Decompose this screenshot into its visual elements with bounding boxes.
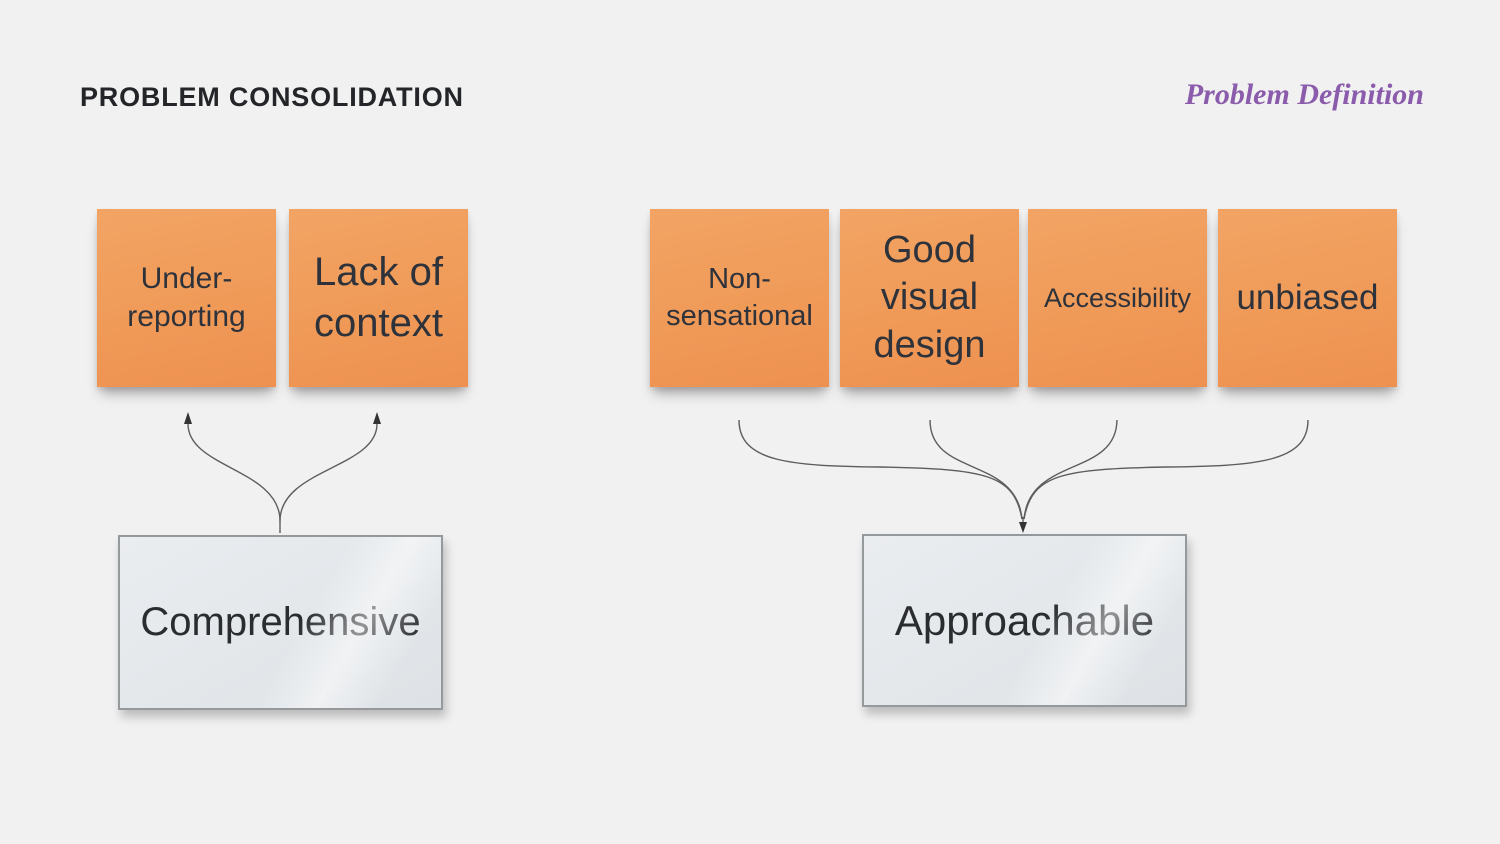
sticky-note-accessibility: Accessibility	[1028, 209, 1207, 387]
target-box-label: Approachable	[894, 596, 1155, 644]
connector-under-reporting	[187, 423, 281, 522]
connector-group-approachable	[738, 419, 1309, 524]
target-box-approachable: Approachable	[862, 534, 1187, 707]
target-box-label: Comprehensive	[140, 600, 421, 644]
target-box-comprehensive: Comprehensive	[118, 535, 443, 710]
connector-lack-of-context	[279, 423, 378, 522]
connector-non-sensational	[738, 419, 1023, 520]
arrowhead-up-icon	[184, 412, 192, 424]
sticky-note-non-sensational: Non- sensational	[650, 209, 829, 387]
sticky-note-good-visual-design: Good visual design	[840, 209, 1019, 387]
page-title: PROBLEM CONSOLIDATION	[80, 82, 464, 112]
arrowhead-down-icon	[1019, 522, 1027, 533]
connector-group-comprehensive	[187, 423, 378, 533]
arrowheads-left	[184, 412, 381, 424]
sticky-note-under-reporting: Under- reporting	[97, 209, 276, 387]
sticky-note-unbiased: unbiased	[1218, 209, 1397, 387]
section-tag: Problem Definition	[1184, 78, 1424, 111]
connector-unbiased	[1023, 419, 1309, 520]
arrowhead-up-icon	[373, 412, 381, 424]
connector-good-visual-design	[929, 419, 1023, 520]
arrowheads-right	[1019, 522, 1027, 533]
sticky-note-lack-of-context: Lack of context	[289, 209, 468, 387]
